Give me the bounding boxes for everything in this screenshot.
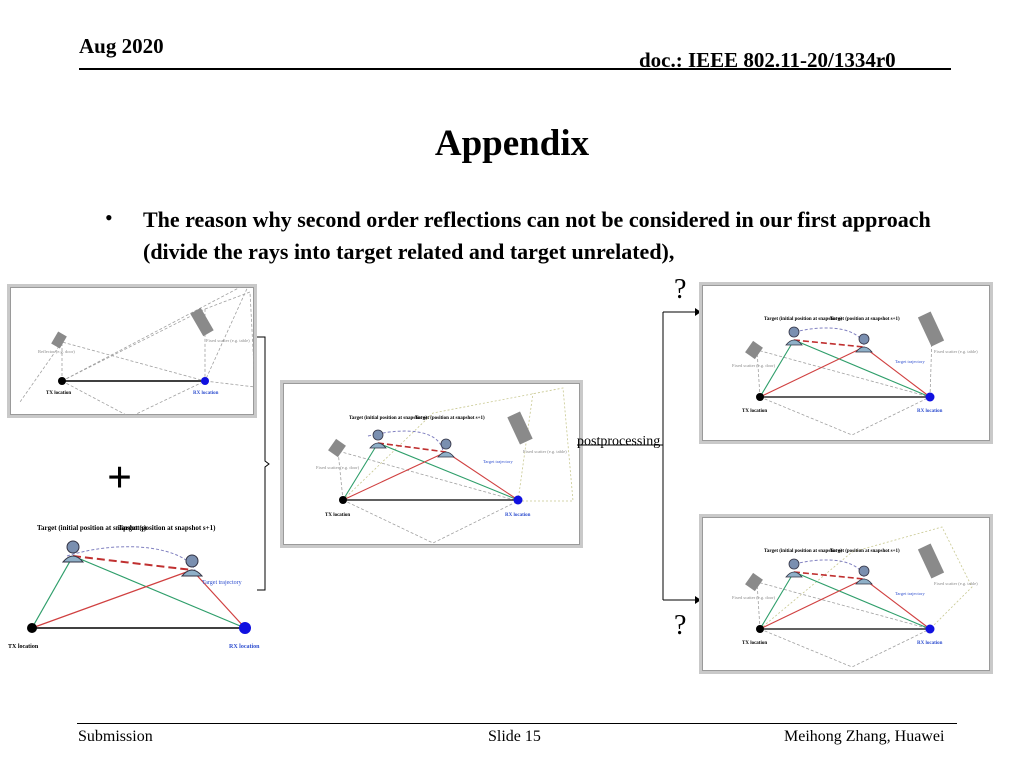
footer-slide-number: Slide 15 xyxy=(488,728,541,745)
target-initial-label: Target (initial position at snapshot s) xyxy=(37,524,147,532)
tx-label: TX location xyxy=(742,641,767,646)
target-initial-icon xyxy=(61,540,85,563)
fork-connector xyxy=(577,308,701,604)
plus-sign: + xyxy=(107,453,133,502)
header-rule xyxy=(79,68,951,70)
target-initial-label: Target (initial position at snapshot s) xyxy=(349,416,427,421)
reflector-block-icon xyxy=(51,331,67,349)
door-block-icon xyxy=(745,572,763,592)
slide-date: Aug 2020 xyxy=(79,34,164,58)
combined-diagram: Target (initial position at snapshot s) … xyxy=(316,387,574,544)
rx-label: RX location xyxy=(917,409,943,414)
bullet-text: The reason why second order reflections … xyxy=(143,207,931,264)
footer-author: Meihong Zhang, Huawei xyxy=(784,728,945,745)
rx-label: RX location xyxy=(193,391,219,396)
rx-label: RX location xyxy=(229,644,260,650)
scatter-right-label: Fixed scatter (e.g. table) xyxy=(523,449,567,454)
target-next-label: Target (position at snapshot s+1) xyxy=(415,416,485,421)
door-block-icon xyxy=(745,340,763,360)
target-next-icon xyxy=(437,438,455,458)
rx-dot-icon xyxy=(513,495,523,505)
reflector-label: Reflector (e.g. door) xyxy=(38,349,75,354)
panel-static-environment: Reflector (e.g. door) Fixed scatter (e.g… xyxy=(7,284,257,418)
tx-label: TX location xyxy=(46,391,71,396)
question-mark-bottom: ? xyxy=(674,610,687,641)
target-next-icon xyxy=(855,565,873,585)
panel-result-a: Target (initial position at snapshot s) … xyxy=(699,282,993,444)
rx-dot-icon xyxy=(925,392,935,402)
bullet-marker: • xyxy=(105,205,113,230)
trajectory-label: Target trajectory xyxy=(895,591,925,596)
tx-label: TX location xyxy=(8,644,39,650)
trajectory-label: Target trajectory xyxy=(895,359,925,364)
table-block-icon xyxy=(917,311,945,347)
static-environment-diagram: Reflector (e.g. door) Fixed scatter (e.g… xyxy=(19,287,254,415)
scatter-left-label: Fixed scatter (e.g. door) xyxy=(732,363,776,368)
rx-dot-icon xyxy=(925,624,935,634)
target-next-icon xyxy=(855,333,873,353)
result-a-diagram: Target (initial position at snapshot s) … xyxy=(732,311,978,436)
tx-dot-icon xyxy=(27,623,37,633)
trajectory-label: Target trajectory xyxy=(483,459,513,464)
target-initial-icon xyxy=(785,326,803,346)
brace-bracket xyxy=(257,336,270,591)
target-next-label: Target (position at snapshot s+1) xyxy=(830,549,900,554)
tx-label: TX location xyxy=(325,513,350,518)
question-mark-top: ? xyxy=(674,274,687,305)
table-block-icon xyxy=(917,543,945,579)
panel-target-only: Target (initial position at snapshot s) … xyxy=(5,518,265,658)
scatter-right-label: Fixed scatter (e.g. table) xyxy=(934,581,978,586)
tx-dot-icon xyxy=(58,377,66,385)
rx-dot-icon xyxy=(239,622,251,634)
target-only-diagram: Target (initial position at snapshot s) … xyxy=(8,524,260,650)
rx-label: RX location xyxy=(505,513,531,518)
scatter-block-icon xyxy=(190,307,214,337)
rx-label: RX location xyxy=(917,641,943,646)
target-next-icon xyxy=(180,554,204,577)
tx-dot-icon xyxy=(756,393,764,401)
target-initial-label: Target (initial position at snapshot s) xyxy=(764,549,842,554)
rx-dot-icon xyxy=(201,377,209,385)
tx-dot-icon xyxy=(339,496,347,504)
table-block-icon xyxy=(507,411,533,445)
target-next-label: Target (position at snapshot s+1) xyxy=(118,524,216,532)
result-b-diagram: Target (initial position at snapshot s) … xyxy=(732,526,978,668)
footer-rule xyxy=(77,723,957,724)
slide-title: Appendix xyxy=(434,123,590,164)
trajectory-label: Target trajectory xyxy=(202,580,242,586)
target-initial-icon xyxy=(369,429,387,449)
scatter-right-label: Fixed scatter (e.g. table) xyxy=(934,349,978,354)
footer-submission: Submission xyxy=(78,728,153,745)
scatter-left-label: Fixed scatter (e.g. door) xyxy=(732,595,776,600)
door-block-icon xyxy=(328,438,346,458)
panel-result-b: Target (initial position at snapshot s) … xyxy=(699,514,993,674)
scatter-label: Fixed scatter (e.g. table) xyxy=(206,338,250,343)
target-initial-icon xyxy=(785,558,803,578)
target-next-label: Target (position at snapshot s+1) xyxy=(830,317,900,322)
scatter-left-label: Fixed scatter (e.g. door) xyxy=(316,465,360,470)
panel-combined: Target (initial position at snapshot s) … xyxy=(280,380,583,548)
tx-label: TX location xyxy=(742,409,767,414)
tx-dot-icon xyxy=(756,625,764,633)
target-initial-label: Target (initial position at snapshot s) xyxy=(764,317,842,322)
